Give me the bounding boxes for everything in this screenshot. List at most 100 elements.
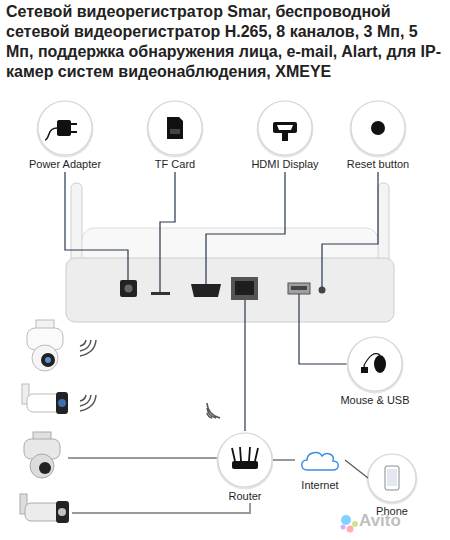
hdmi-port — [191, 284, 221, 297]
cloud — [302, 453, 339, 470]
icon-shadow — [350, 101, 407, 158]
adapter-cord — [45, 128, 57, 140]
callout-icon — [295, 442, 345, 478]
device-callout: TF Card — [135, 99, 215, 171]
callout-label: Router — [217, 490, 273, 503]
network-link — [345, 460, 368, 478]
icon-circle — [148, 101, 202, 155]
icon-circle — [351, 101, 405, 155]
wifi-symbol — [207, 403, 220, 418]
callout-label: TF Card — [135, 158, 215, 171]
logo-dot — [341, 515, 351, 525]
icon-shadow — [257, 101, 314, 158]
adapter-body — [57, 120, 71, 136]
callout-icon — [135, 99, 215, 157]
tf-card-label — [170, 129, 180, 134]
callout-icon — [240, 99, 330, 157]
icon-circle — [368, 454, 416, 502]
hdmi-plug — [273, 122, 297, 133]
tf-card — [167, 117, 183, 139]
icon — [232, 447, 258, 469]
callout-icon — [368, 452, 416, 504]
phone-screen — [387, 469, 397, 486]
device-callout: Power Adapter — [17, 99, 113, 171]
camera-ptz-grey — [24, 432, 60, 478]
reset-dot — [371, 121, 385, 135]
camera-bullet-white — [22, 384, 68, 414]
leader-lines — [65, 172, 378, 431]
dc-jack-pin — [125, 285, 133, 293]
device-callout: Reset button — [333, 99, 423, 171]
callout-label: Power Adapter — [17, 158, 113, 171]
logo-dot — [347, 526, 354, 533]
icon-shadow — [367, 454, 418, 505]
logo-dot — [352, 521, 358, 527]
icon — [167, 117, 183, 139]
device-front — [66, 258, 394, 322]
callout-icon — [17, 99, 113, 157]
icon-circle — [258, 101, 312, 155]
icon-circle — [348, 337, 402, 391]
callout-label: Mouse & USB — [330, 394, 420, 407]
icon — [45, 120, 77, 140]
icon — [385, 466, 399, 490]
camera-cable — [68, 457, 218, 459]
router-body — [232, 461, 258, 469]
tf-slot — [151, 292, 170, 295]
callout-label: HDMI Display — [240, 158, 330, 171]
callout-label: Internet — [295, 479, 345, 492]
camera-lens — [39, 462, 51, 474]
camera-body — [27, 394, 61, 412]
usb-tongue — [291, 286, 307, 290]
device-callout: HDMI Display — [240, 99, 330, 171]
leader-line — [160, 172, 175, 292]
leader-line — [65, 172, 128, 280]
usb-dongle — [361, 367, 368, 373]
device-callout: Phone — [368, 452, 416, 518]
icon-shadow — [37, 101, 94, 158]
callout-icon — [217, 431, 273, 489]
wifi-symbol — [80, 340, 96, 356]
router-antennas — [232, 447, 258, 461]
mouse — [374, 355, 386, 373]
rj45-port — [231, 277, 258, 300]
camera-cable — [72, 503, 250, 513]
device-callout: Router — [217, 431, 273, 503]
icon-shadow — [347, 337, 404, 394]
heading: Сетевой видеорегистратор Smar, беспровод… — [6, 2, 442, 82]
leader-line — [299, 294, 348, 364]
device-callout: Mouse & USB — [330, 335, 420, 407]
device-callout: Internet — [295, 442, 345, 492]
hdmi-pins — [277, 125, 293, 130]
icon — [371, 121, 385, 135]
callout-icon — [330, 335, 420, 393]
callout-label: Reset button — [333, 158, 423, 171]
icon-shadow — [147, 101, 204, 158]
watermark-logo — [341, 515, 359, 533]
camera-bullet-grey — [20, 494, 69, 523]
nvr-device — [66, 228, 394, 322]
camera-ball — [32, 345, 58, 371]
camera-lens — [58, 508, 66, 516]
wifi-symbol — [80, 395, 96, 411]
adapter-prong — [71, 123, 77, 125]
network-link — [273, 459, 295, 460]
wifi-symbols — [80, 340, 220, 418]
camera-front — [56, 392, 68, 414]
camera-ptz-white — [27, 320, 63, 371]
camera-ball — [30, 454, 54, 478]
icon-circle — [218, 433, 272, 487]
camera-glass — [45, 357, 51, 363]
leader-line — [322, 172, 378, 287]
icon — [302, 453, 339, 470]
dc-jack — [120, 280, 137, 297]
usb-port — [288, 283, 310, 294]
icon-shadow — [217, 433, 274, 490]
watermark: Avito — [359, 511, 401, 531]
camera-front — [56, 501, 69, 523]
icon-circle — [38, 101, 92, 155]
camera-body — [25, 503, 61, 521]
hdmi-cable — [282, 133, 288, 141]
adapter-prong — [71, 131, 77, 133]
camera-lens — [41, 353, 55, 367]
